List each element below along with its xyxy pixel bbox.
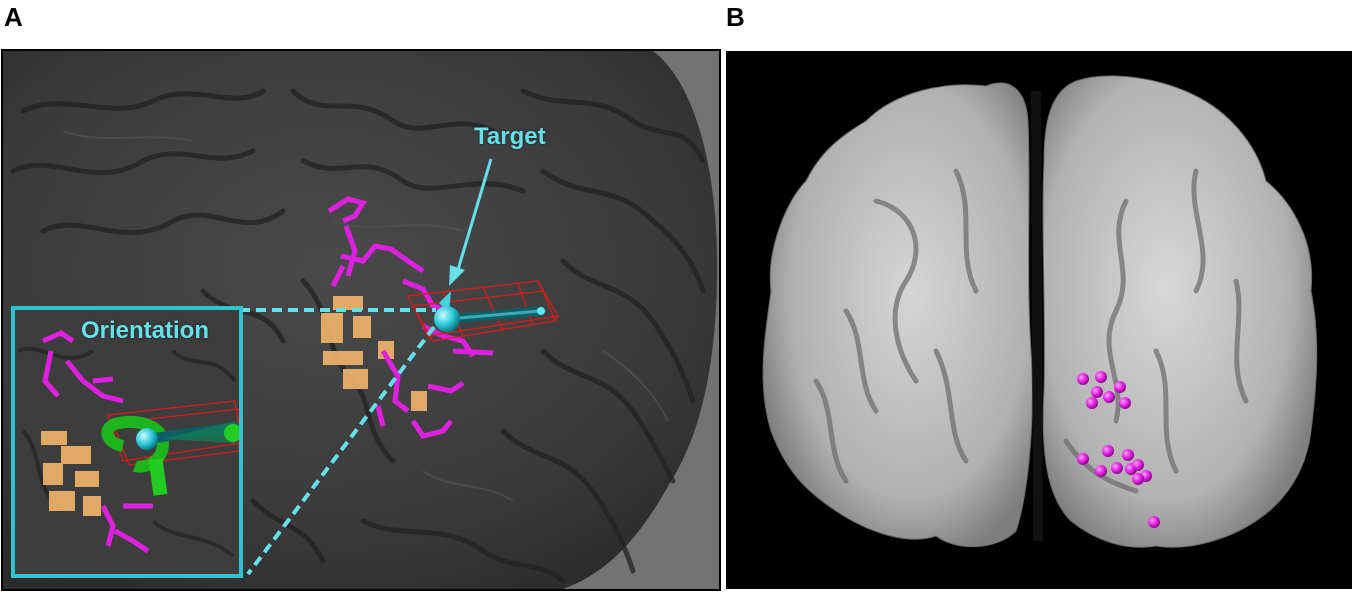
activation-magenta-main xyxy=(327,196,494,439)
stim-site xyxy=(1077,453,1089,465)
stim-site xyxy=(1077,373,1089,385)
stim-site xyxy=(1132,473,1144,485)
orientation-inset xyxy=(11,306,243,578)
stim-site xyxy=(1095,371,1107,383)
stim-site xyxy=(1086,397,1098,409)
panel-b-brain-surface xyxy=(726,51,1352,589)
right-hemisphere xyxy=(1042,75,1318,548)
panel-a-image xyxy=(3,51,719,589)
stim-site xyxy=(1148,516,1160,528)
stim-site xyxy=(1103,391,1115,403)
panel-letter-b: B xyxy=(726,2,745,32)
panel-letter-a: A xyxy=(4,2,23,32)
panel-b-image xyxy=(726,51,1352,589)
target-label: Target xyxy=(474,123,546,150)
target-arrow xyxy=(449,158,493,286)
stim-site xyxy=(1091,386,1103,398)
stim-site xyxy=(1102,445,1114,457)
orientation-label: Orientation xyxy=(81,317,210,344)
stim-site xyxy=(1119,397,1131,409)
stim-site xyxy=(1095,465,1107,477)
coil-model-main xyxy=(407,280,559,342)
stimulation-sites xyxy=(1077,371,1160,528)
panel-a-cortical-reconstruction: Target Orientation xyxy=(1,49,721,591)
stim-site xyxy=(1114,381,1126,393)
stim-site xyxy=(1122,449,1134,461)
sulci-pattern xyxy=(10,88,706,584)
activation-orange-main xyxy=(321,296,427,411)
stim-site xyxy=(1132,459,1144,471)
stim-site xyxy=(1111,462,1123,474)
dashed-connector-lines xyxy=(240,308,436,576)
